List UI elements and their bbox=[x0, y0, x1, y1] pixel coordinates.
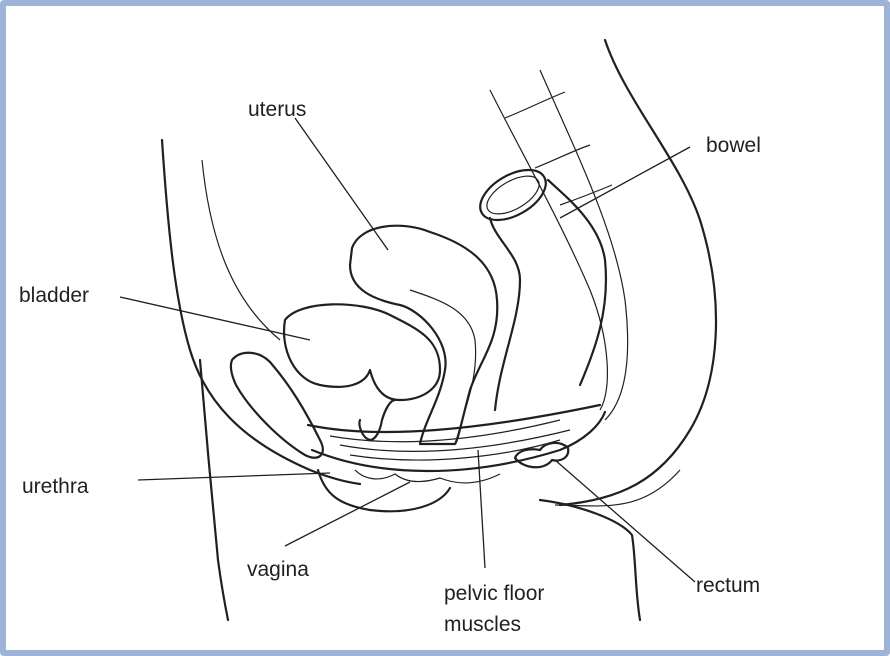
label-vagina: vagina bbox=[247, 559, 309, 580]
pointer-bladder bbox=[120, 297, 310, 340]
uterus-cavity bbox=[410, 290, 476, 420]
pointer-urethra bbox=[138, 473, 330, 480]
bowel-body bbox=[490, 180, 606, 410]
label-pelvic-floor: pelvic floor bbox=[444, 583, 544, 604]
label-bladder: bladder bbox=[19, 285, 89, 306]
bladder-outline bbox=[284, 304, 440, 400]
label-rectum: rectum bbox=[696, 575, 760, 596]
pointer-uterus bbox=[295, 118, 388, 250]
label-bowel: bowel bbox=[706, 135, 761, 156]
vertebra-line-3 bbox=[560, 185, 612, 205]
pubic-bone bbox=[231, 353, 323, 458]
pelvic-floor-top bbox=[308, 405, 600, 432]
label-uterus: uterus bbox=[248, 99, 306, 120]
pelvic-floor-bottom bbox=[312, 412, 605, 471]
bowel-opening-inner bbox=[481, 168, 545, 221]
inner-abdomen-line bbox=[202, 160, 280, 340]
bowel-opening bbox=[472, 160, 554, 231]
urethra-tube bbox=[359, 400, 395, 440]
vulva-outline bbox=[318, 470, 450, 511]
pointer-vagina bbox=[285, 482, 410, 546]
sacrum-inner bbox=[540, 70, 628, 420]
label-urethra: urethra bbox=[22, 476, 89, 497]
front-body-outline bbox=[162, 140, 360, 484]
pointer-bowel bbox=[560, 147, 690, 218]
label-muscles: muscles bbox=[444, 614, 521, 635]
pointer-rectum bbox=[555, 460, 695, 582]
buttock-outline bbox=[540, 500, 640, 620]
thigh-line bbox=[555, 470, 680, 506]
back-body-outline bbox=[560, 40, 716, 505]
